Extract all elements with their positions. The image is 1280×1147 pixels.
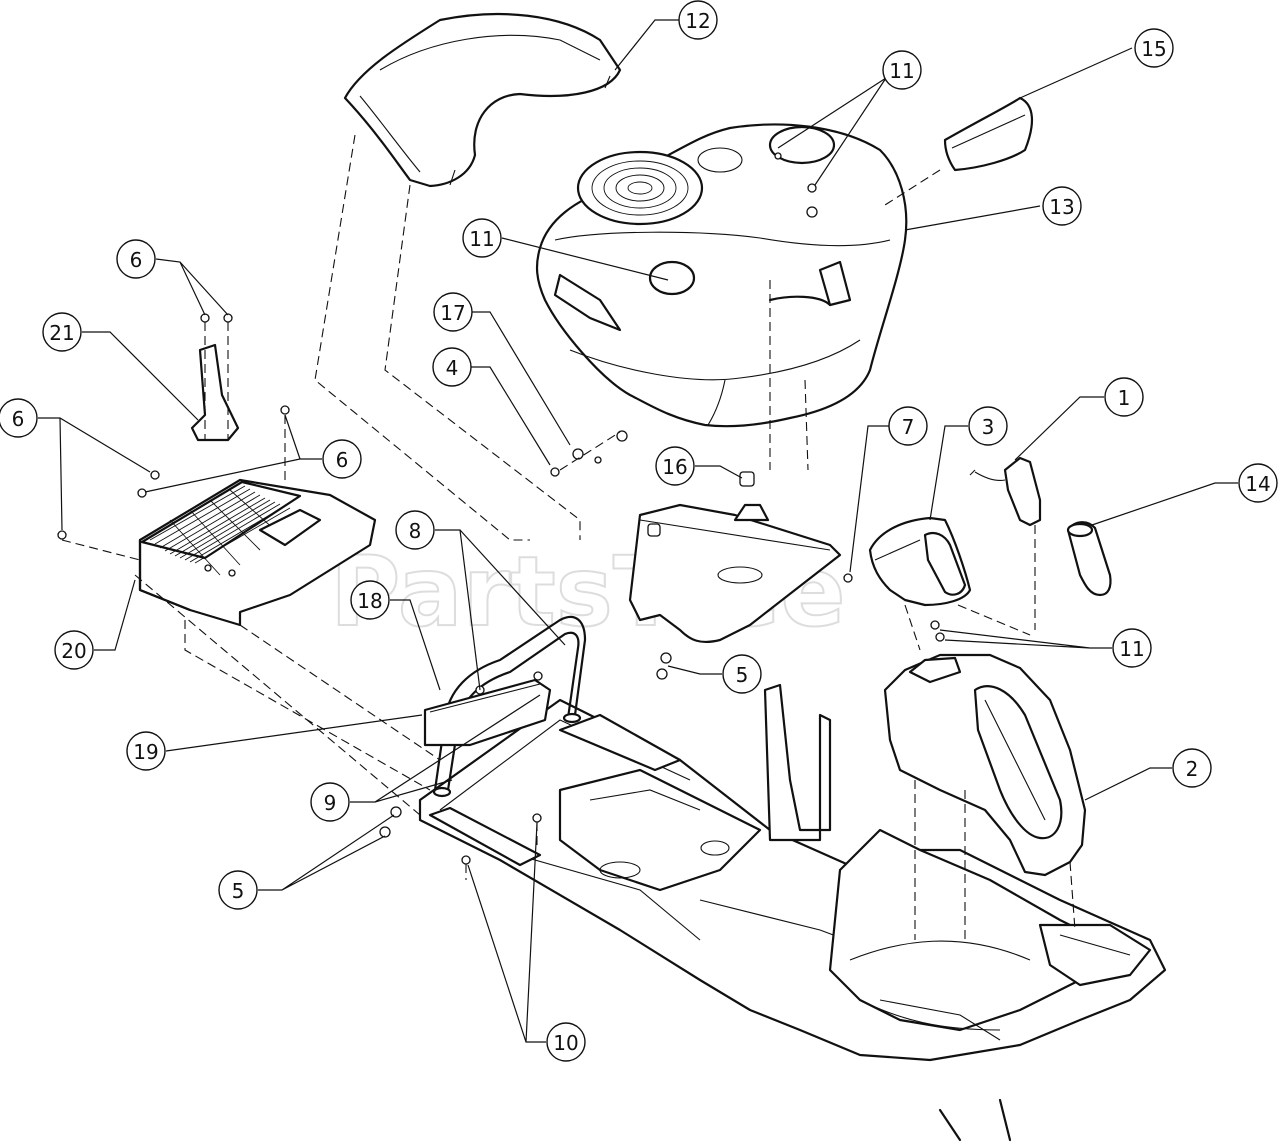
- callout-11: 11: [462, 218, 502, 258]
- callout-circle: [54, 630, 94, 670]
- callout-circle: [678, 0, 718, 40]
- callout-label: 18: [357, 589, 382, 613]
- callout-circle: [310, 782, 350, 822]
- callout-circle: [722, 654, 762, 694]
- callout-label: 5: [232, 879, 245, 903]
- cover-part-15: [943, 96, 1033, 172]
- callout-label: 6: [130, 248, 143, 272]
- callout-label: 8: [409, 519, 422, 543]
- callout-circle: [1104, 377, 1144, 417]
- callout-circle: [655, 446, 695, 486]
- callout-circle: [0, 398, 38, 438]
- dash-panel-part-3: [843, 516, 972, 651]
- callout-circle: [322, 439, 362, 479]
- callout-9: 9: [310, 782, 350, 822]
- callout-5: 5: [722, 654, 762, 694]
- callout-label: 1: [1118, 386, 1131, 410]
- callout-15: 15: [1134, 28, 1174, 68]
- fender-hood-part-13: [535, 123, 908, 428]
- callout-circle: [432, 347, 472, 387]
- callout-3: 3: [968, 406, 1008, 446]
- callout-10: 10: [546, 1022, 586, 1062]
- callout-label: 20: [61, 639, 86, 663]
- callout-circle: [1172, 748, 1212, 788]
- callout-label: 17: [440, 301, 465, 325]
- callout-12: 12: [678, 0, 718, 40]
- leader-lines: [38, 19, 1238, 1043]
- callout-6: 6: [0, 398, 38, 438]
- console-part-2: [883, 653, 1087, 940]
- callout-18: 18: [350, 580, 390, 620]
- callout-label: 4: [446, 356, 459, 380]
- callout-1: 1: [1104, 377, 1144, 417]
- callout-13: 13: [1042, 186, 1082, 226]
- callout-label: 6: [12, 407, 25, 431]
- callout-2: 2: [1172, 748, 1212, 788]
- callout-circle: [1112, 628, 1152, 668]
- callout-8: 8: [395, 510, 435, 550]
- callout-circle: [42, 312, 82, 352]
- callout-label: 3: [982, 415, 995, 439]
- callout-circle: [882, 50, 922, 90]
- callout-label: 7: [902, 415, 915, 439]
- callout-circle: [126, 731, 166, 771]
- callout-11: 11: [1112, 628, 1152, 668]
- callout-5: 5: [218, 870, 258, 910]
- callout-label: 11: [469, 227, 494, 251]
- callout-6: 6: [116, 239, 156, 279]
- callout-label: 11: [1119, 637, 1144, 661]
- callout-21: 21: [42, 312, 82, 352]
- callout-label: 15: [1141, 37, 1166, 61]
- knob-part-14: [1066, 521, 1112, 597]
- callout-16: 16: [655, 446, 695, 486]
- callout-circle: [218, 870, 258, 910]
- callout-circle: [888, 406, 928, 446]
- callout-17: 17: [433, 292, 473, 332]
- callout-circle: [1042, 186, 1082, 226]
- bracket-part-21: [190, 313, 240, 442]
- callout-11: 11: [882, 50, 922, 90]
- hood-cover-part-12: [343, 13, 622, 188]
- callout-label: 19: [133, 740, 158, 764]
- callout-circle: [395, 510, 435, 550]
- callout-circle: [350, 580, 390, 620]
- callout-label: 11: [889, 59, 914, 83]
- callout-20: 20: [54, 630, 94, 670]
- callout-label: 16: [662, 455, 687, 479]
- callout-4: 4: [432, 347, 472, 387]
- callout-circle: [462, 218, 502, 258]
- callout-circle: [433, 292, 473, 332]
- callout-label: 13: [1049, 195, 1074, 219]
- seat-plate-part-16: [628, 471, 842, 644]
- callout-circle: [546, 1022, 586, 1062]
- callout-14: 14: [1238, 463, 1278, 503]
- callout-label: 21: [49, 321, 74, 345]
- switch-part-1: [969, 456, 1042, 630]
- callout-label: 6: [336, 448, 349, 472]
- callout-circle: [116, 239, 156, 279]
- callout-circle: [1238, 463, 1278, 503]
- callout-label: 14: [1245, 472, 1270, 496]
- callout-label: 9: [324, 791, 337, 815]
- callout-circle: [968, 406, 1008, 446]
- callout-19: 19: [126, 731, 166, 771]
- callout-7: 7: [888, 406, 928, 446]
- callout-label: 5: [736, 663, 749, 687]
- callout-6: 6: [322, 439, 362, 479]
- callout-label: 10: [553, 1031, 578, 1055]
- floor-plate-part-20: [138, 478, 377, 627]
- callout-label: 2: [1186, 757, 1199, 781]
- callout-label: 12: [685, 9, 710, 33]
- callout-circle: [1134, 28, 1174, 68]
